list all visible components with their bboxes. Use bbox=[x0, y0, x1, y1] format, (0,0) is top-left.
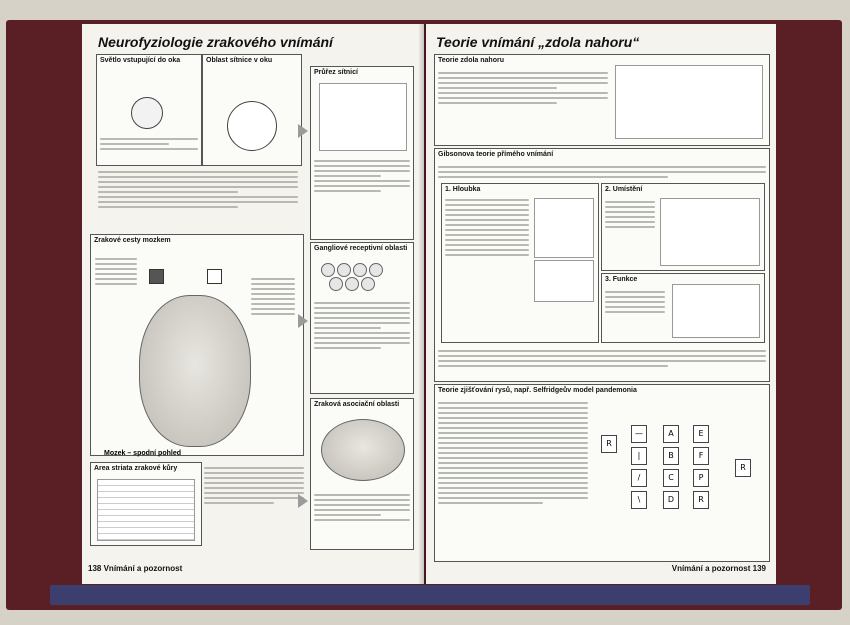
box-association-areas: Zraková asociační oblasti bbox=[310, 398, 414, 550]
box-heading: Teorie zdola nahoru bbox=[438, 57, 504, 64]
chair-figure bbox=[672, 284, 760, 338]
box-heading: Světlo vstupující do oka bbox=[100, 57, 181, 64]
eye-diagram bbox=[131, 97, 163, 129]
cortex-layers-figure bbox=[97, 479, 195, 541]
box-heading: 1. Hloubka bbox=[445, 186, 481, 193]
box-visual-pathways: Zrakové cesty mozkem bbox=[90, 234, 304, 456]
left-folio: 138 Vnímání a pozornost bbox=[88, 564, 182, 573]
box-heading: Zraková asociační oblasti bbox=[314, 401, 400, 408]
box-heading: Teorie zjišťování rysů, např. Selfridgeů… bbox=[438, 387, 637, 394]
receptive-field-circle bbox=[361, 277, 375, 291]
light-square-icon bbox=[207, 269, 222, 284]
box-heading: 2. Umístění bbox=[605, 186, 643, 193]
perception-figure bbox=[615, 65, 763, 139]
box-depth: 1. Hloubka bbox=[441, 183, 599, 343]
box-function: 3. Funkce bbox=[601, 273, 765, 343]
receptive-field-circle bbox=[337, 263, 351, 277]
receptive-field-circle bbox=[353, 263, 367, 277]
box-heading: Gibsonova teorie přímého vnímání bbox=[438, 151, 554, 158]
running-head: Vnímání a pozornost bbox=[103, 564, 183, 573]
left-page-title: Neurofyziologie zrakového vnímání bbox=[98, 34, 333, 50]
right-folio: Vnímání a pozornost 139 bbox=[672, 564, 766, 573]
box-heading: Gangliové receptivní oblasti bbox=[314, 245, 408, 252]
receptive-field-circle bbox=[321, 263, 335, 277]
box-retina-area: Oblast sítnice v oku bbox=[202, 54, 302, 166]
left-page: Neurofyziologie zrakového vnímání Světlo… bbox=[82, 24, 424, 584]
running-head: Vnímání a pozornost bbox=[671, 564, 751, 573]
retina-layers-figure bbox=[319, 83, 407, 151]
book-cover-bottom bbox=[50, 585, 810, 605]
receptive-field-circle bbox=[345, 277, 359, 291]
page-number: 138 bbox=[88, 564, 102, 573]
receptive-field-circle bbox=[329, 277, 343, 291]
box-heading: 3. Funkce bbox=[605, 276, 638, 283]
retina-diagram bbox=[227, 101, 277, 151]
box-light-into-eye: Světlo vstupující do oka bbox=[96, 54, 202, 166]
box-heading: Area striata zrakové kůry bbox=[94, 465, 178, 472]
box-feature-detection: Teorie zjišťování rysů, např. Selfridgeů… bbox=[434, 384, 770, 562]
receptive-field-circle bbox=[369, 263, 383, 277]
car-road-figure bbox=[660, 198, 760, 266]
box-ganglion-receptive: Gangliové receptivní oblasti bbox=[310, 242, 414, 394]
dark-square-icon bbox=[149, 269, 164, 284]
box-heading: Zrakové cesty mozkem bbox=[94, 237, 171, 244]
box-bottom-up-theory: Teorie zdola nahoru bbox=[434, 54, 770, 146]
box-location: 2. Umístění bbox=[601, 183, 765, 271]
right-page: Teorie vnímání „zdola nahoru“ Teorie zdo… bbox=[426, 24, 776, 584]
caption-brain-bottom: Mozek – spodní pohled bbox=[104, 450, 182, 457]
brain-diagram bbox=[139, 295, 251, 447]
rail-track-figure bbox=[534, 260, 594, 302]
box-gibson-theory: Gibsonova teorie přímého vnímání 1. Hlou… bbox=[434, 148, 770, 382]
box-area-striata: Area striata zrakové kůry bbox=[90, 462, 202, 546]
box-heading: Průřez sítnicí bbox=[314, 69, 358, 76]
right-page-title: Teorie vnímání „zdola nahoru“ bbox=[436, 34, 640, 50]
arrow-icon bbox=[298, 124, 308, 138]
arrow-icon bbox=[298, 314, 308, 328]
page-number: 139 bbox=[752, 564, 766, 573]
box-heading: Oblast sítnice v oku bbox=[206, 57, 273, 64]
body-text bbox=[98, 168, 298, 211]
arrow-icon bbox=[298, 494, 308, 508]
brain-side-diagram bbox=[321, 419, 405, 481]
box-retina-cross-section: Průřez sítnicí bbox=[310, 66, 414, 240]
people-depth-figure bbox=[534, 198, 594, 258]
